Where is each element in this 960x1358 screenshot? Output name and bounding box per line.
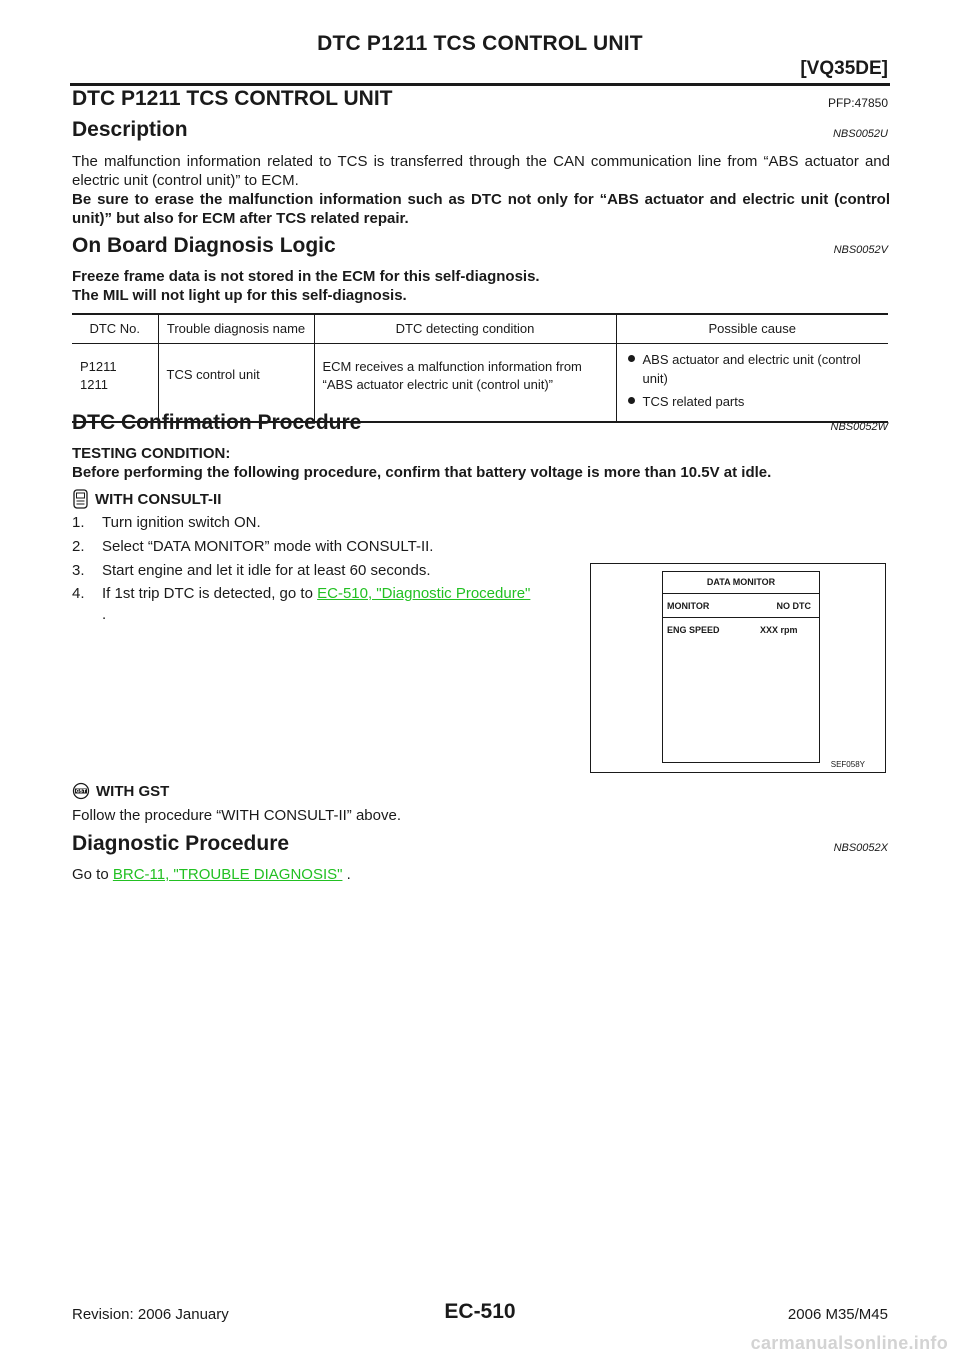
onboard-heading: On Board Diagnosis Logic [72, 234, 336, 257]
step-number: 2. [72, 538, 85, 555]
ec-510-diagnostic-procedure-link[interactable]: EC-510, "Diagnostic Procedure" [317, 585, 531, 602]
watermark: carmanualsonline.info [750, 1333, 948, 1353]
brc-11-trouble-diagnosis-link[interactable]: BRC-11, "TROUBLE DIAGNOSIS" [112, 866, 343, 883]
svg-text:GST: GST [76, 789, 87, 795]
diagnostic-suffix: . [346, 866, 351, 883]
diagnostic-heading: Diagnostic Procedure [72, 832, 290, 855]
table-header-row: DTC No. Trouble diagnosis name DTC detec… [72, 313, 888, 344]
header-dtc-no: DTC No. [72, 313, 158, 344]
cell-dtc-no: P1211 1211 [72, 343, 158, 423]
list-item: ABS actuator and electric unit (control … [625, 350, 881, 388]
header-detecting-condition: DTC detecting condition [313, 313, 616, 344]
diagnostic-prefix: Go to [72, 866, 109, 883]
diagnostic-ref: NBS0052X [833, 842, 888, 854]
step-1: 1. Turn ignition switch ON. [72, 514, 261, 531]
step-number: 4. [72, 585, 85, 602]
step-number: 1. [72, 514, 85, 531]
eng-speed-label: ENG SPEED [667, 625, 720, 635]
running-title: DTC P1211 TCS CONTROL UNIT [317, 32, 643, 55]
testing-condition-label: TESTING CONDITION: [72, 445, 231, 462]
dtc-table: DTC No. Trouble diagnosis name DTC detec… [72, 313, 888, 423]
confirmation-ref: NBS0052W [830, 421, 888, 433]
gst-heading: GST WITH GST [72, 782, 169, 800]
monitor-column-label: MONITOR [667, 601, 710, 611]
diagnostic-text: Go to BRC-11, "TROUBLE DIAGNOSIS" . [72, 865, 890, 884]
dtc-code: P1211 [80, 359, 117, 374]
consult-heading-label: WITH CONSULT-II [95, 490, 222, 508]
screen-divider [663, 617, 819, 618]
part-ref: PFP:47850 [827, 96, 888, 110]
dtc-code-alt: 1211 [80, 377, 108, 392]
description-text: The malfunction information related to T… [72, 153, 890, 189]
step-number: 3. [72, 562, 85, 579]
revision-date: Revision: 2006 January [72, 1306, 229, 1323]
gst-icon: GST [72, 782, 90, 800]
description-warning: Be sure to erase the malfunction informa… [72, 191, 890, 227]
onboard-line2: The MIL will not light up for this self-… [72, 287, 407, 304]
header-diagnosis-name: Trouble diagnosis name [157, 313, 314, 344]
description-heading: Description [72, 118, 188, 141]
testing-condition-text: Before performing the following procedur… [72, 464, 772, 481]
step-text: Start engine and let it idle for at leas… [102, 562, 431, 579]
step-4: 4. If 1st trip DTC is detected, go to EC-… [72, 585, 530, 602]
table-row: P1211 1211 TCS control unit ECM receives… [72, 343, 888, 423]
page-title: DTC P1211 TCS CONTROL UNIT [72, 87, 393, 110]
step-text: Select “DATA MONITOR” mode with CONSULT-… [102, 538, 434, 555]
engine-tag: [VQ35DE] [800, 58, 888, 79]
data-monitor-screen: DATA MONITOR MONITOR NO DTC ENG SPEED XX… [662, 571, 820, 763]
model-label: 2006 M35/M45 [787, 1306, 888, 1323]
consult-heading: WITH CONSULT-II [72, 489, 221, 509]
consult-tester-icon [73, 489, 88, 509]
page-number: EC-510 [444, 1300, 516, 1323]
screen-title: DATA MONITOR [706, 577, 776, 587]
cause-list: ABS actuator and electric unit (control … [625, 350, 881, 411]
onboard-line1: Freeze frame data is not stored in the E… [72, 268, 540, 285]
header-possible-cause: Possible cause [615, 313, 888, 344]
description-ref: NBS0052U [832, 128, 888, 140]
step-4-period: . [102, 606, 107, 623]
screen-divider [663, 593, 819, 594]
step-3: 3. Start engine and let it idle for at le… [72, 562, 431, 579]
cell-diagnosis-name: TCS control unit [157, 343, 314, 423]
step-2: 2. Select “DATA MONITOR” mode with CONSUL… [72, 538, 433, 555]
cell-possible-cause: ABS actuator and electric unit (control … [615, 343, 888, 423]
onboard-ref: NBS0052V [833, 244, 888, 256]
gst-heading-label: WITH GST [96, 782, 170, 800]
dtc-status-label: NO DTC [776, 601, 812, 611]
eng-speed-value: XXX rpm [760, 625, 798, 635]
consult-screen-figure: DATA MONITOR MONITOR NO DTC ENG SPEED XX… [590, 563, 886, 773]
step-text: If 1st trip DTC is detected, go to [102, 585, 313, 602]
header-rule [70, 83, 890, 86]
list-item: TCS related parts [625, 392, 881, 411]
cell-detecting-condition: ECM receives a malfunction information f… [313, 343, 616, 423]
confirmation-heading: DTC Confirmation Procedure [72, 411, 362, 434]
gst-text: Follow the procedure “WITH CONSULT-II” a… [72, 807, 401, 824]
step-text: Turn ignition switch ON. [102, 514, 261, 531]
figure-code: SEF058Y [830, 760, 865, 769]
